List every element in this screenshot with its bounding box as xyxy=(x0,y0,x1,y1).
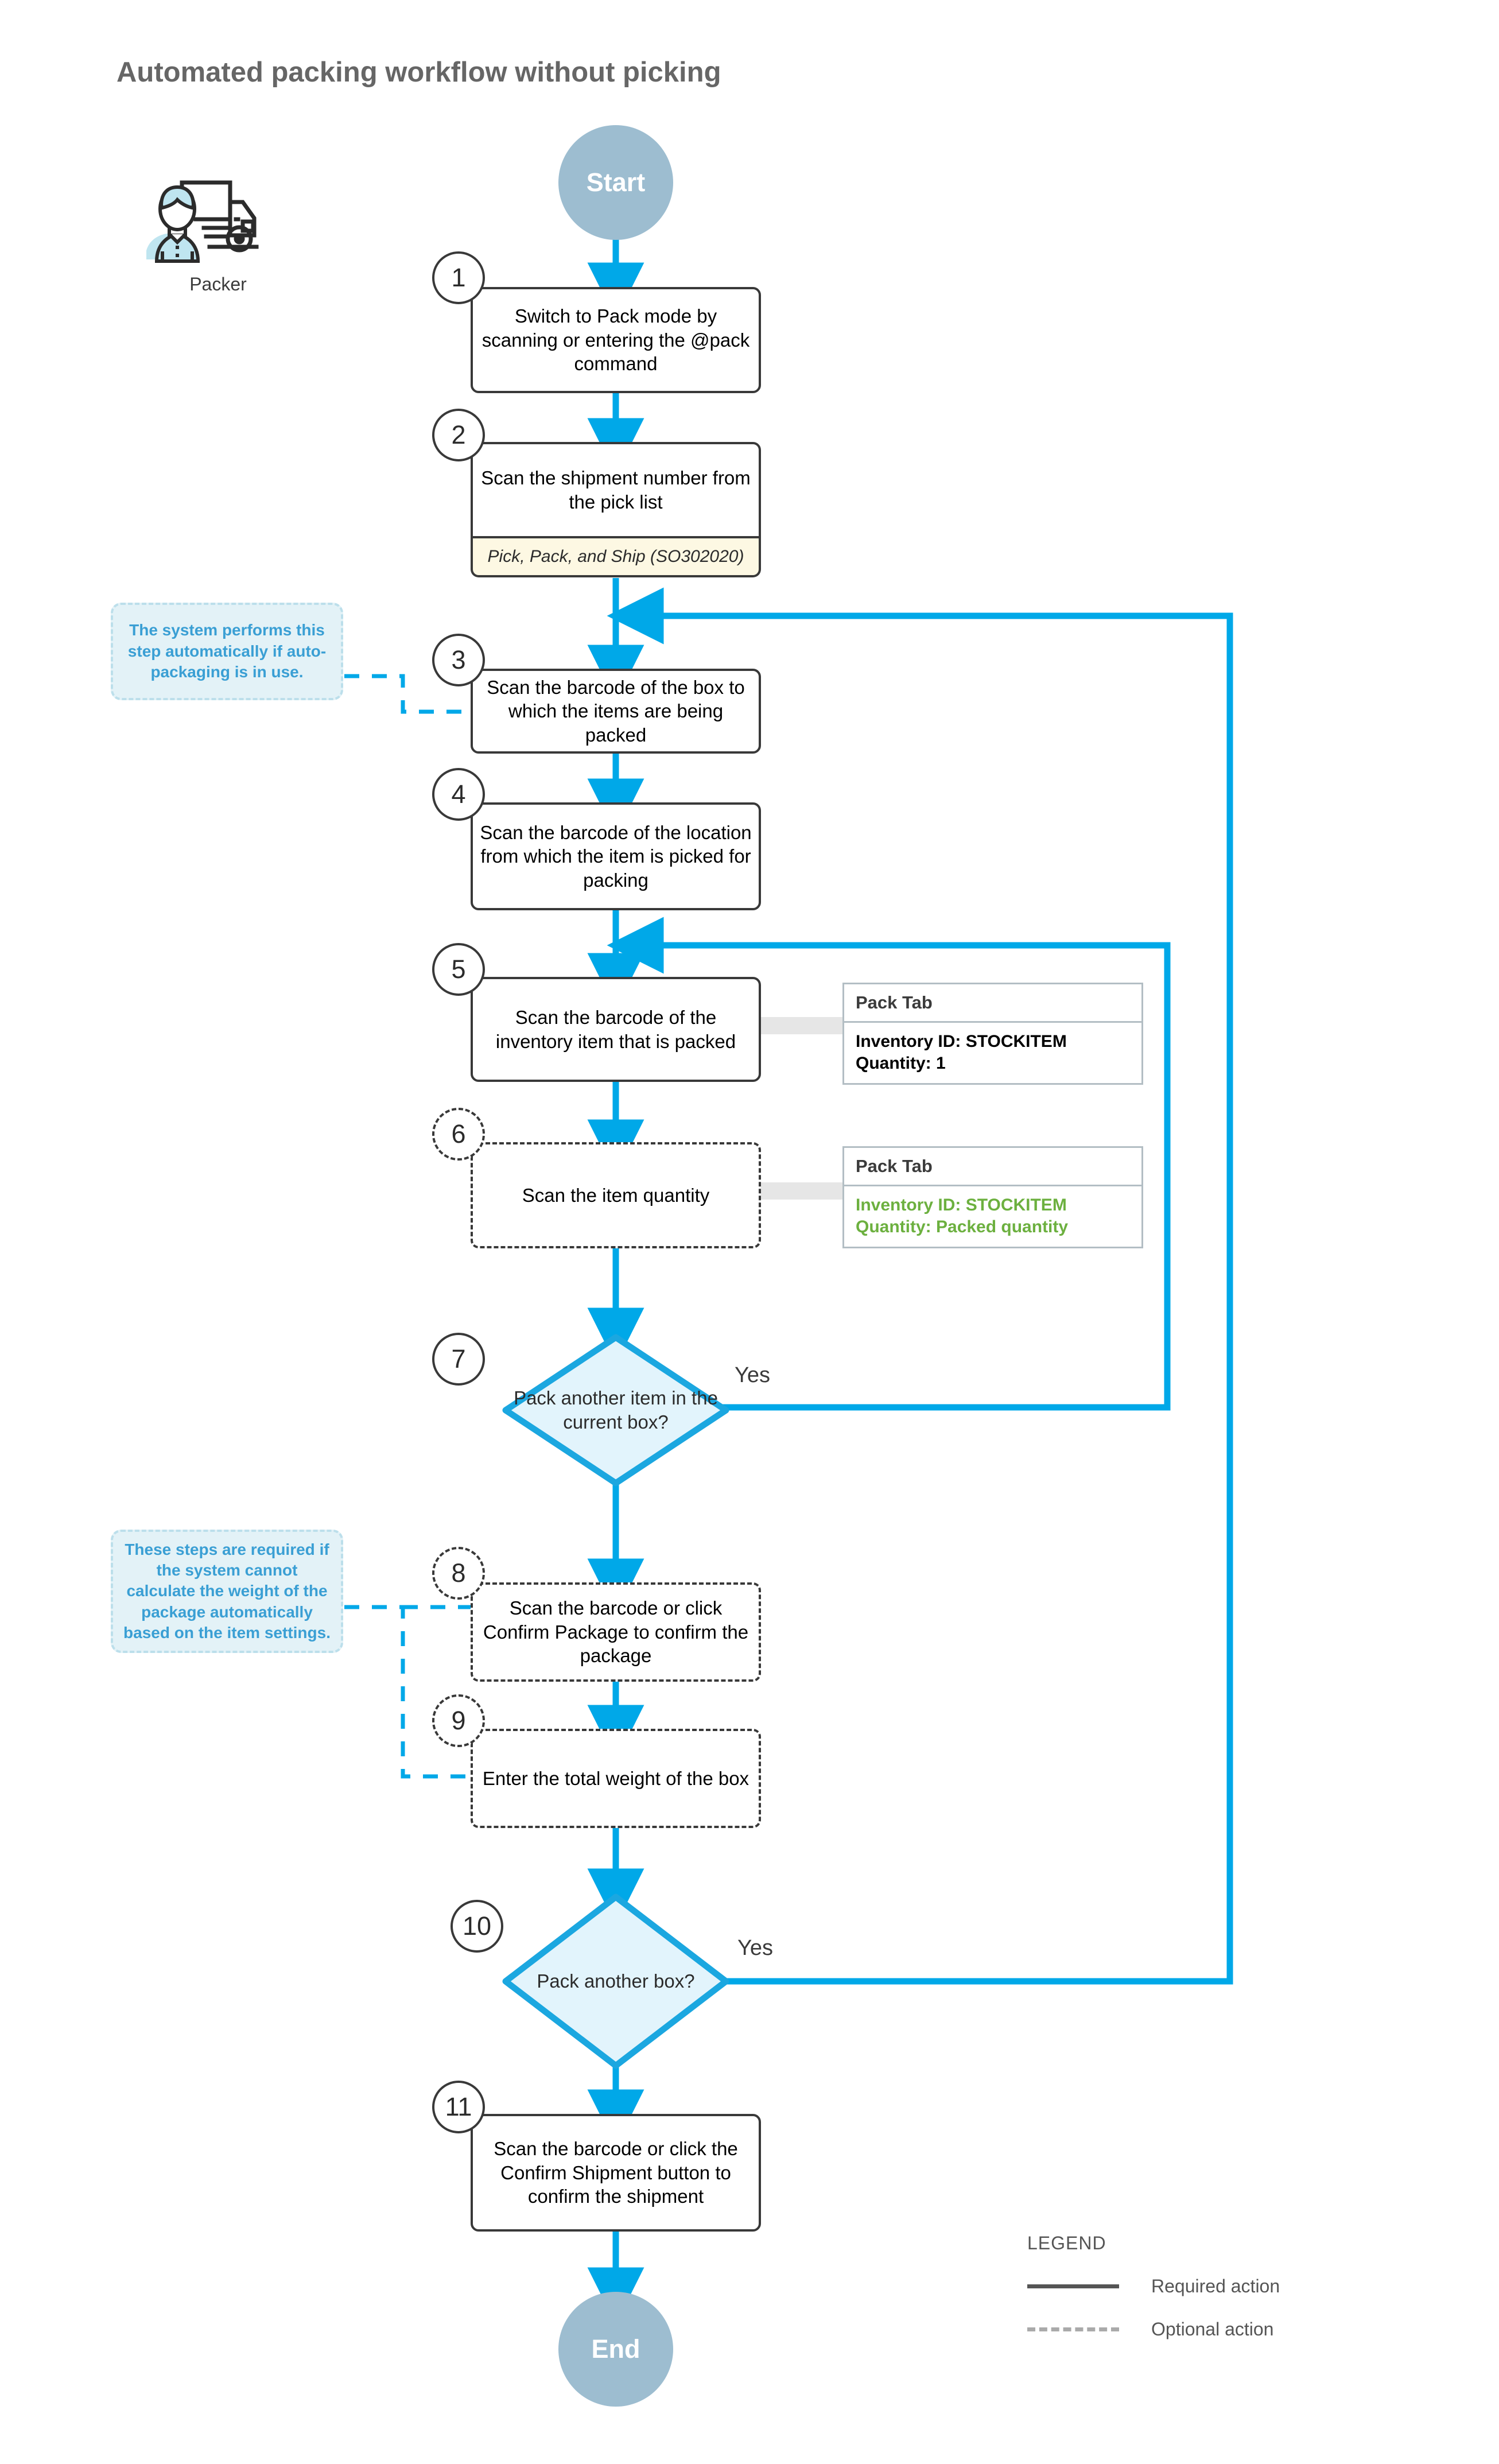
callout-1-header: Pack Tab xyxy=(842,983,1143,1023)
callout-pack-tab-1: Pack Tab Inventory ID: STOCKITEM Quantit… xyxy=(842,983,1143,1085)
step-badge-6: 6 xyxy=(432,1108,485,1161)
legend-label-optional: Optional action xyxy=(1151,2319,1274,2339)
legend-item-required: Required action xyxy=(1027,2276,1280,2297)
step-badge-10: 10 xyxy=(451,1900,503,1953)
legend-swatch-dashed xyxy=(1027,2327,1119,2331)
step-node-1[interactable]: Switch to Pack mode by scanning or enter… xyxy=(471,287,761,393)
step-badge-8: 8 xyxy=(432,1547,485,1600)
legend-label-required: Required action xyxy=(1151,2276,1280,2296)
decision-7-yes-label: Yes xyxy=(735,1363,770,1387)
decision-node-10[interactable]: Pack another box? xyxy=(501,1892,731,2070)
page-title: Automated packing workflow without picki… xyxy=(116,57,721,88)
callout-2-line1: Inventory ID: STOCKITEM xyxy=(856,1196,1067,1214)
step-badge-2: 2 xyxy=(432,409,485,461)
decision-10-label: Pack another box? xyxy=(537,1970,695,1992)
callout-1-line2: Quantity: 1 xyxy=(856,1054,946,1073)
callout-pack-tab-2: Pack Tab Inventory ID: STOCKITEM Quantit… xyxy=(842,1146,1143,1248)
callout-1-line1: Inventory ID: STOCKITEM xyxy=(856,1032,1067,1051)
step-badge-9: 9 xyxy=(432,1694,485,1747)
decision-7-label: Pack another item in the current box? xyxy=(514,1387,718,1433)
step-badge-5: 5 xyxy=(432,943,485,996)
end-node: End xyxy=(558,2292,673,2407)
callout-2-header: Pack Tab xyxy=(842,1146,1143,1186)
actor-label: Packer xyxy=(189,274,247,294)
step-node-5[interactable]: Scan the barcode of the inventory item t… xyxy=(471,977,761,1082)
callout-2-body: Inventory ID: STOCKITEM Quantity: Packed… xyxy=(842,1186,1143,1248)
step-badge-3: 3 xyxy=(432,634,485,686)
decision-node-7[interactable]: Pack another item in the current box? xyxy=(501,1333,731,1488)
callout-2-line2: Quantity: Packed quantity xyxy=(856,1217,1069,1237)
packer-truck-icon xyxy=(145,180,259,263)
step-node-8[interactable]: Scan the barcode or click Confirm Packag… xyxy=(471,1582,761,1682)
step-node-4[interactable]: Scan the barcode of the location from wh… xyxy=(471,802,761,910)
step-badge-4: 4 xyxy=(432,768,485,821)
callout-stub-2 xyxy=(761,1182,842,1200)
start-node: Start xyxy=(558,125,673,240)
legend-title: LEGEND xyxy=(1027,2233,1106,2253)
legend-swatch-solid xyxy=(1027,2284,1119,2288)
step-node-2[interactable]: Scan the shipment number from the pick l… xyxy=(471,442,761,538)
callout-1-body: Inventory ID: STOCKITEM Quantity: 1 xyxy=(842,1023,1143,1085)
legend: LEGEND Required action Optional action xyxy=(1027,2233,1280,2340)
note-auto-packaging: The system performs this step automatica… xyxy=(111,603,343,700)
callout-stub-1 xyxy=(761,1017,842,1034)
decision-10-yes-label: Yes xyxy=(737,1936,773,1960)
step-2-sublabel: Pick, Pack, and Ship (SO302020) xyxy=(471,538,761,577)
step-badge-11: 11 xyxy=(432,2081,485,2133)
step-node-6[interactable]: Scan the item quantity xyxy=(471,1142,761,1248)
step-node-11[interactable]: Scan the barcode or click the Confirm Sh… xyxy=(471,2114,761,2232)
step-badge-1: 1 xyxy=(432,251,485,304)
step-node-9[interactable]: Enter the total weight of the box xyxy=(471,1729,761,1828)
step-node-3[interactable]: Scan the barcode of the box to which the… xyxy=(471,669,761,754)
legend-item-optional: Optional action xyxy=(1027,2319,1280,2340)
step-badge-7: 7 xyxy=(432,1333,485,1386)
note-weight: These steps are required if the system c… xyxy=(111,1530,343,1653)
actor-packer: Packer xyxy=(145,166,290,295)
